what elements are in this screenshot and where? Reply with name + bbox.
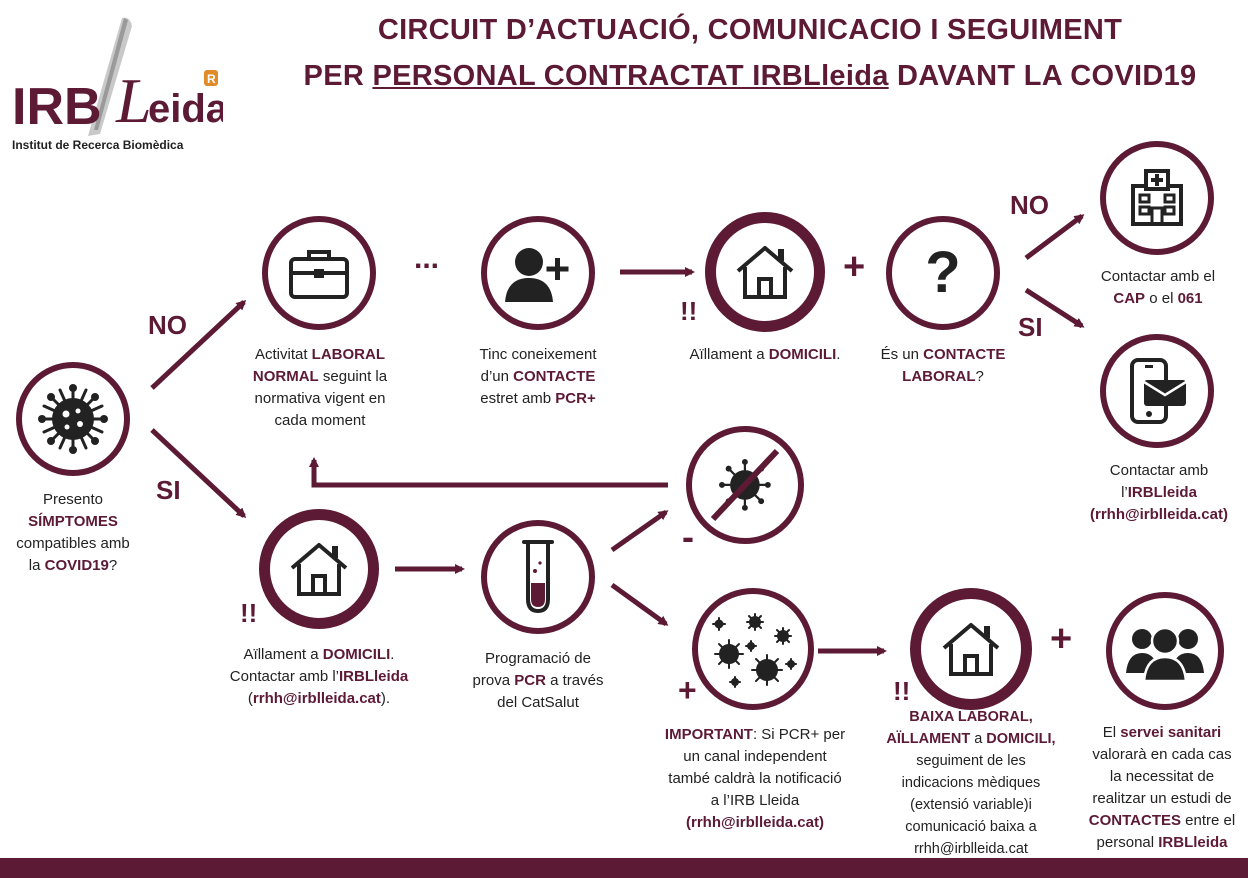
group-people-icon	[1126, 626, 1204, 681]
question-node: ?	[886, 216, 1000, 330]
house-icon	[942, 623, 1000, 676]
label-no-right: NO	[1010, 190, 1049, 220]
warning-symbol-top: !!	[680, 296, 698, 326]
important-text: IMPORTANT: Si PCR+ per un canal independ…	[664, 726, 846, 831]
house-icon	[736, 246, 794, 299]
footer-bar	[0, 858, 1248, 878]
contact-text: Tinc coneixement d’un CONTACTE estret am…	[479, 346, 597, 407]
arrow-pcr-to-positive	[610, 582, 669, 627]
label-si-right: SI	[1018, 312, 1043, 342]
symptoms-node	[16, 362, 130, 476]
label-no-top: NO	[148, 310, 187, 340]
title-underlined: PERSONAL CONTRACTAT IRBLleida	[372, 60, 889, 92]
no-virus-icon	[710, 448, 780, 522]
sick-leave-text: BAIXA LABORAL, AÏLLAMENT a DOMICILI, seg…	[886, 709, 1056, 857]
work-text: Activitat LABORAL NORMAL seguint la norm…	[252, 346, 388, 429]
arrow-to-cap	[1024, 214, 1085, 260]
cap-node	[1100, 141, 1214, 255]
svg-text:IRB: IRB	[12, 78, 102, 136]
isolation-top-text: Aïllament a DOMICILI.	[689, 346, 841, 363]
irb-contact-text: Contactar amb l’IRBLleida (rrhh@irblleid…	[1090, 462, 1228, 523]
title-line-1: CIRCUIT D’ACTUACIÓ, COMUNICACIO I SEGUIM…	[377, 14, 1123, 46]
sick-leave-node	[910, 588, 1032, 710]
cap-text: Contactar amb el CAP o el 061	[1100, 268, 1216, 307]
question-mark-icon: ?	[925, 240, 961, 305]
phone-mail-icon	[1130, 358, 1187, 424]
label-si-bottom: SI	[156, 475, 181, 505]
title-line-2: PER PERSONAL CONTRACTAT IRBLleida DAVANT…	[303, 60, 1197, 92]
work-node	[262, 216, 376, 330]
plus-symbol-positive: +	[678, 672, 697, 708]
svg-text:eida: eida	[148, 87, 223, 131]
home-isolation-node-mid	[259, 509, 379, 629]
health-service-text: El servei sanitari valorarà en cada cas …	[1088, 724, 1236, 851]
minus-symbol: -	[682, 516, 694, 557]
plus-symbol-bottom: +	[1050, 618, 1073, 660]
warning-symbol-mid: !!	[240, 598, 258, 628]
warning-symbol-bottom: !!	[893, 676, 911, 706]
health-service-node	[1106, 592, 1224, 710]
logo-subtitle: Institut de Recerca Biomèdica	[12, 138, 184, 152]
ellipsis-symbol: ...	[414, 242, 440, 275]
house-icon	[290, 543, 348, 596]
irb-contact-node	[1100, 334, 1214, 448]
test-tube-icon	[522, 540, 554, 614]
plus-symbol-top: +	[843, 246, 866, 288]
question-text: És un CONTACTE LABORAL?	[880, 346, 1006, 385]
negative-result-node	[686, 426, 804, 544]
add-person-icon	[505, 248, 569, 302]
arrow-start-to-isolation	[150, 428, 247, 519]
arrow-to-irb	[1024, 287, 1085, 329]
contact-node	[481, 216, 595, 330]
logo-mark: IRB L eida R	[12, 17, 229, 137]
virus-icon	[38, 384, 108, 454]
isolation-mid-text: Aïllament a DOMICILI. Contactar amb l’IR…	[229, 646, 409, 707]
arrow-negative-to-work	[309, 457, 668, 488]
svg-text:L: L	[115, 65, 152, 136]
positive-result-node	[692, 588, 814, 710]
multiple-viruses-icon	[712, 613, 797, 688]
hospital-icon	[1131, 169, 1183, 226]
logo: IRB L eida R Institut de Recerca Biomèdi…	[8, 12, 229, 162]
arrow-pcr-to-negative	[610, 509, 669, 553]
pcr-node	[481, 520, 595, 634]
symptoms-text: Presento SÍMPTOMES compatibles amb la CO…	[16, 491, 130, 574]
pcr-text: Programació de prova PCR a través del Ca…	[472, 650, 604, 711]
briefcase-icon	[289, 250, 349, 299]
svg-text:R: R	[207, 72, 216, 86]
arrow-start-to-work	[150, 299, 247, 390]
home-isolation-node-top	[705, 212, 825, 332]
